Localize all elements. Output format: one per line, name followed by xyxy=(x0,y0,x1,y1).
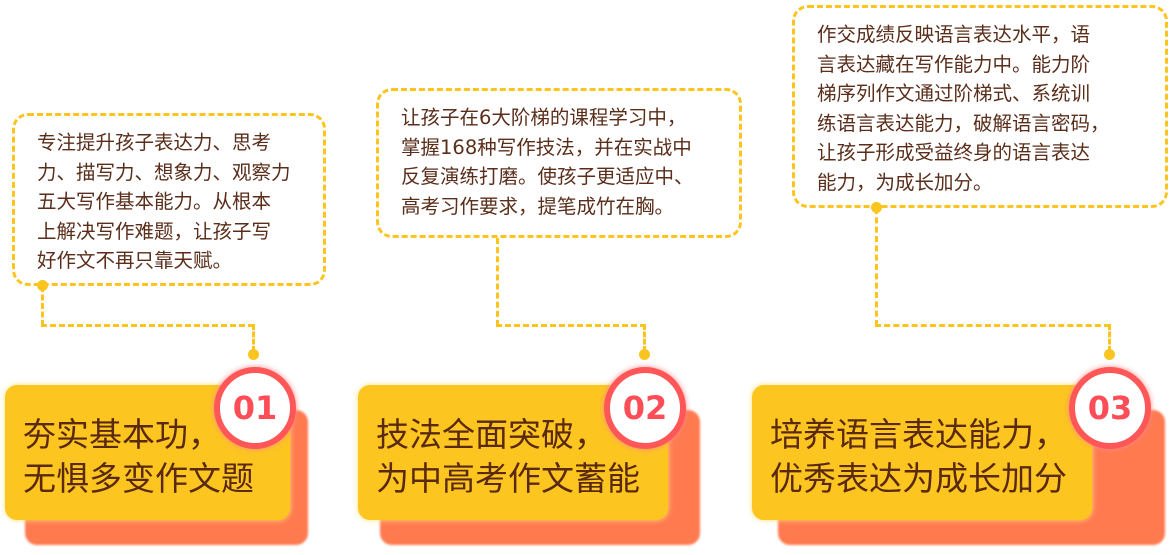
connector-line xyxy=(41,286,44,326)
description-line: 上解决写作难题，让孩子写 xyxy=(37,219,272,243)
card-title-line: 为中高考作文蓄能 xyxy=(376,459,640,498)
description-box-2: 让孩子在6大阶梯的课程学习中， 掌握168种写作技法，并在实战中 反复演练打磨。… xyxy=(376,88,742,238)
connector-line xyxy=(1108,324,1111,352)
card-title-line: 培养语言表达能力， xyxy=(770,415,1067,454)
description-line: 言表达藏在写作能力中。能力阶 xyxy=(817,52,1091,76)
connector-line xyxy=(252,324,255,352)
connector-dot xyxy=(37,280,48,291)
description-line: 五大写作基本能力。从根本 xyxy=(37,190,272,213)
description-line: 作交成绩反映语言表达水平，语 xyxy=(817,23,1091,46)
description-line: 练语言表达能力，破解语言密码， xyxy=(817,111,1110,135)
connector-line xyxy=(496,324,646,327)
number-badge-1: 01 xyxy=(214,367,296,449)
connector-line xyxy=(496,238,499,326)
description-line: 掌握168种写作技法，并在实战中 xyxy=(401,135,692,159)
description-line: 让孩子在6大阶梯的课程学习中， xyxy=(401,106,687,129)
number-badge-3: 03 xyxy=(1069,367,1151,449)
description-box-1: 专注提升孩子表达力、思考 力、描写力、想象力、观察力 五大写作基本能力。从根本 … xyxy=(12,113,326,286)
connector-dot xyxy=(248,349,259,360)
description-line: 高考习作要求，提笔成竹在胸。 xyxy=(401,194,675,218)
connector-line xyxy=(875,324,1110,327)
connector-dot xyxy=(639,349,650,360)
connector-line xyxy=(41,324,254,327)
description-line: 反复演练打磨。使孩子更适应中、 xyxy=(401,165,694,188)
connector-line xyxy=(875,208,878,326)
description-line: 好作文不再只靠天赋。 xyxy=(37,249,233,272)
card-title-line: 技法全面突破， xyxy=(376,415,607,454)
feature-card-3: 培养语言表达能力， 优秀表达为成长加分 xyxy=(752,385,1092,520)
description-line: 能力，为成长加分。 xyxy=(817,170,993,194)
description-line: 让孩子形成受益终身的语言表达 xyxy=(817,141,1091,164)
description-line: 专注提升孩子表达力、思考 xyxy=(37,131,272,154)
number-badge-2: 02 xyxy=(604,367,686,449)
description-line: 力、描写力、想象力、观察力 xyxy=(37,160,291,184)
connector-dot xyxy=(1104,349,1115,360)
description-line: 梯序列作文通过阶梯式、系统训 xyxy=(817,82,1091,105)
connector-dot xyxy=(871,202,882,213)
card-title-line: 优秀表达为成长加分 xyxy=(770,459,1067,498)
card-title-line: 夯实基本功， xyxy=(23,415,221,454)
card-title-line: 无惧多变作文题 xyxy=(23,459,254,498)
connector-line xyxy=(643,324,646,352)
description-box-3: 作交成绩反映语言表达水平，语 言表达藏在写作能力中。能力阶 梯序列作文通过阶梯式… xyxy=(792,5,1168,208)
